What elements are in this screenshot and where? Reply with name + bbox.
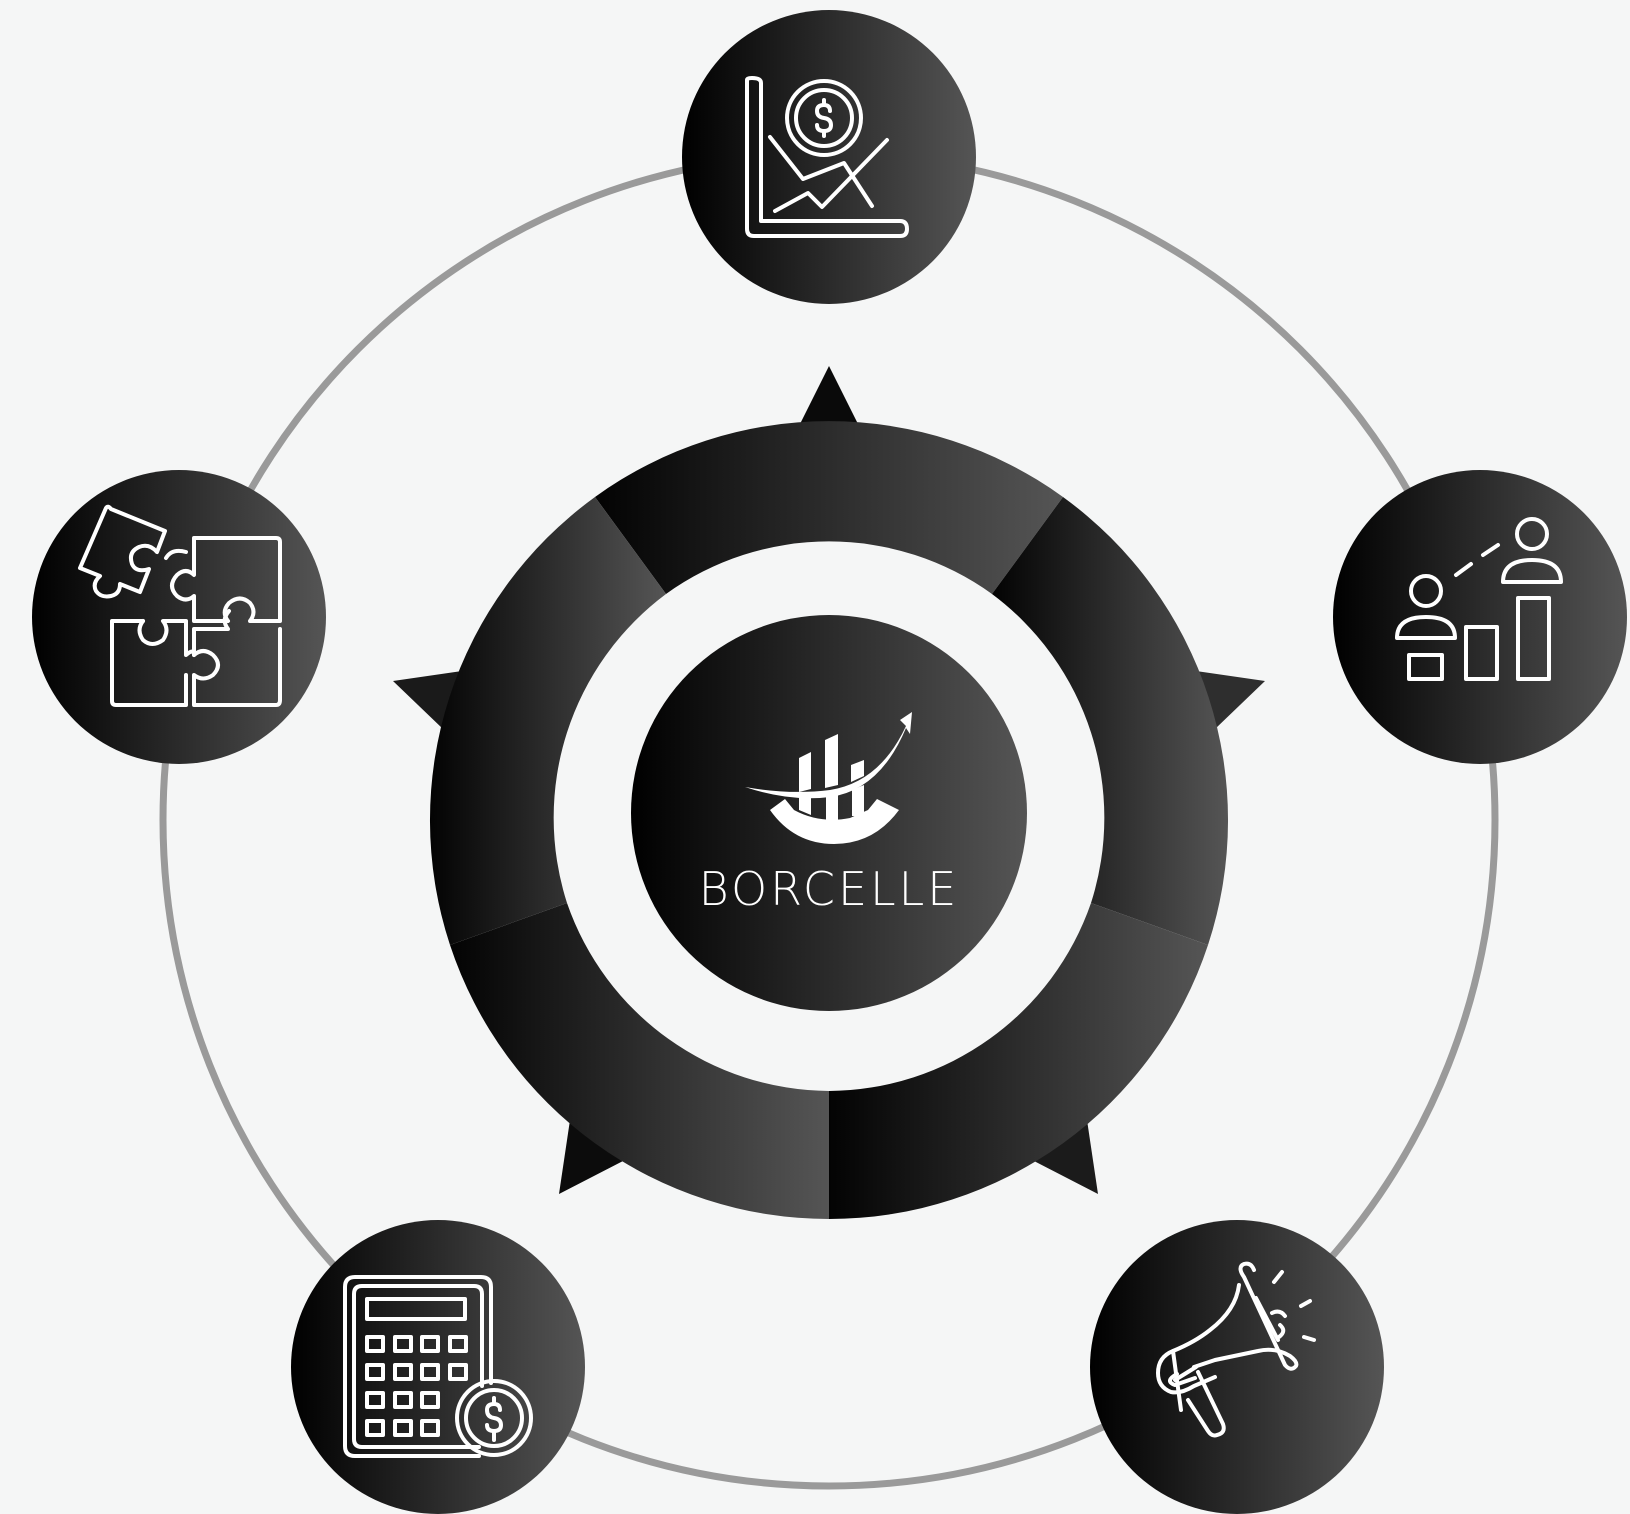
- arrow-tip-bottom-left: [559, 1120, 623, 1194]
- puzzle-pieces-icon: [78, 504, 282, 707]
- ring-segment-bottom-left: [450, 903, 829, 1219]
- arrow-tip-bottom-right: [1034, 1120, 1098, 1194]
- node-left-circle: [32, 470, 326, 764]
- node-bottom-left: [291, 1220, 585, 1514]
- node-right: [1333, 470, 1627, 764]
- ring-segment-right: [992, 497, 1229, 945]
- center-logo: BORCELLE: [631, 615, 1027, 1011]
- calculator-dollar-icon: [343, 1275, 533, 1458]
- node-bottom-right-circle: [1090, 1220, 1384, 1514]
- node-right-circle: [1333, 470, 1627, 764]
- career-growth-steps-icon: [1395, 517, 1563, 681]
- node-bottom-right: [1090, 1220, 1384, 1514]
- bar-chart-growth-arrow-logo: [745, 712, 912, 844]
- financial-decline-chart-icon: [745, 76, 909, 238]
- brand-name: BORCELLE: [699, 862, 960, 916]
- megaphone-icon: [1156, 1261, 1316, 1438]
- ring-segment-left: [429, 497, 666, 945]
- node-top-circle: [682, 10, 976, 304]
- calculator-keys: [365, 1335, 468, 1437]
- node-left: [32, 470, 326, 764]
- segmented-ring: [393, 366, 1265, 1220]
- ring-segment-bottom-right: [829, 903, 1208, 1220]
- node-top: [682, 10, 976, 304]
- ring-segment-top: [595, 421, 1063, 594]
- arrow-tip-top: [800, 366, 858, 424]
